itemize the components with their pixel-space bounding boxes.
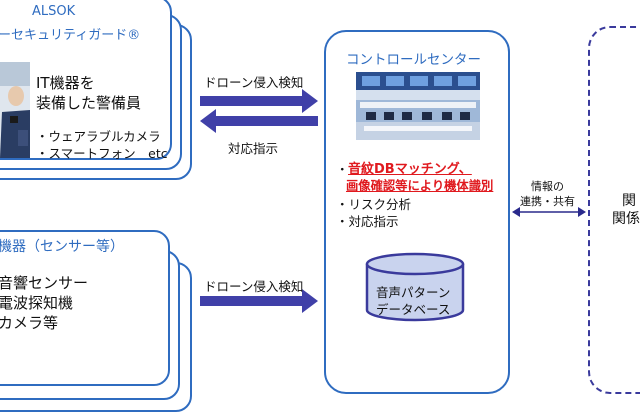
sensor-card [0, 230, 170, 386]
guard-heading-line2: 装備した警備員 [36, 94, 142, 112]
guard-item-wearable-camera: ・ウェアラブルカメラ [36, 129, 161, 144]
arrow-right-guard-icon [200, 89, 318, 113]
database-cylinder-icon [365, 252, 465, 322]
double-arrow-left-head-icon [512, 207, 520, 217]
double-arrow-right-head-icon [578, 207, 586, 217]
control-item-risk: ・リスク分析 [336, 197, 412, 212]
sensor-item-acoustic: 音響センサー [0, 274, 89, 292]
database-label-line1: 音声パターン [376, 285, 451, 300]
control-room-photo [356, 72, 480, 140]
label-share-line1: 情報の [531, 180, 564, 193]
sensor-item-radio: 電波探知機 [0, 294, 74, 312]
related-line1: 関 [622, 193, 636, 209]
related-organizations-box [588, 26, 640, 394]
label-guard-detect: ドローン侵入検知 [204, 75, 304, 90]
control-bullet: ・ [336, 162, 349, 177]
related-line2: 関係 [612, 211, 640, 227]
guard-heading-line1: IT機器を [36, 74, 95, 92]
label-share-line2: 連携・共有 [520, 195, 575, 208]
control-center-title: コントロールセンター [346, 52, 481, 68]
sensor-title: 機器（センサー等） [0, 239, 124, 255]
arrow-right-sensor-icon [200, 289, 318, 313]
guard-title-line2: ーセキュリティガード® [0, 28, 141, 43]
control-highlight-line2: 画像確認等により機体識別 [346, 179, 494, 193]
arrow-left-guard-icon [200, 109, 318, 133]
sensor-item-camera: カメラ等 [0, 314, 59, 332]
guard-title-line1: ALSOK [32, 4, 76, 19]
arrows-layer [200, 89, 586, 313]
guard-item-smartphone: ・スマートフォン etc [36, 146, 168, 161]
control-highlight-line1: 音紋DBマッチング、 [348, 162, 472, 177]
guard-photo [0, 62, 30, 158]
database-label-line2: データベース [376, 302, 451, 317]
label-guard-instruction: 対応指示 [228, 141, 279, 156]
control-item-response: ・対応指示 [336, 214, 399, 229]
label-sensor-detect: ドローン侵入検知 [204, 279, 304, 294]
